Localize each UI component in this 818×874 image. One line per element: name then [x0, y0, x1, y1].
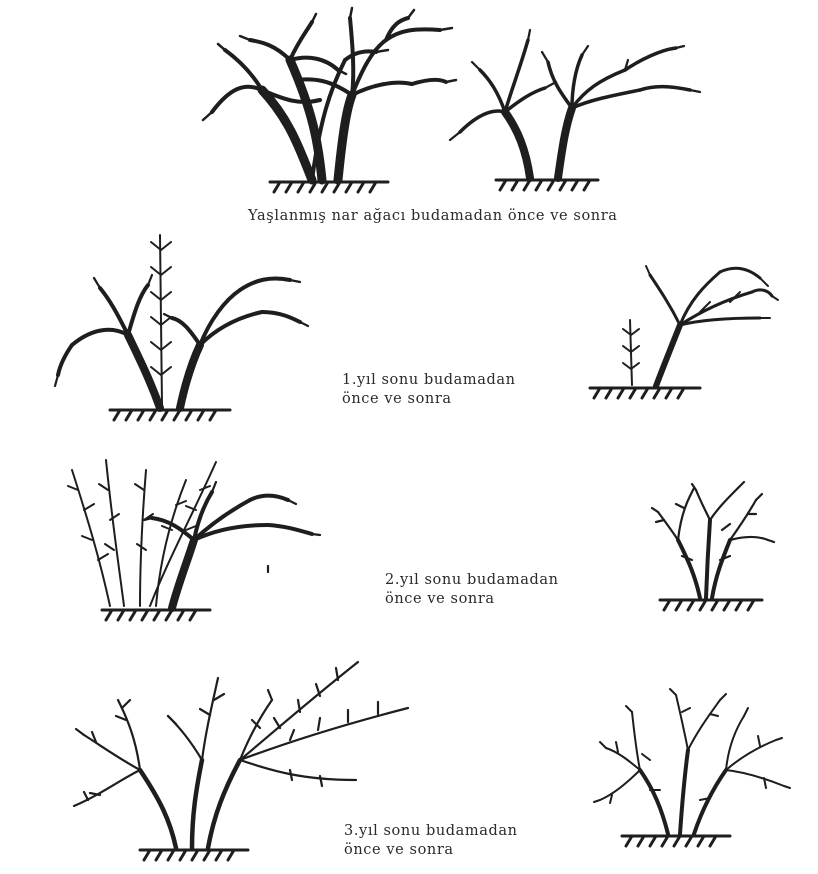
branches	[460, 40, 690, 132]
branches	[652, 482, 774, 560]
caption-line2: önce ve sonra	[344, 841, 518, 860]
caption-line2: önce ve sonra	[385, 590, 559, 609]
branches	[650, 268, 772, 325]
branches	[74, 662, 408, 806]
tree-year1-before	[55, 235, 308, 420]
water-sprout	[151, 235, 171, 405]
caption-line1: 1.yıl sonu budamadan	[342, 371, 516, 390]
tree-year2-after	[652, 482, 774, 610]
sprout	[623, 320, 639, 385]
ground-line	[270, 182, 388, 192]
caption-text: Yaşlanmış nar ağacı budamadan önce ve so…	[248, 207, 618, 226]
ground-line	[110, 410, 230, 420]
ground-line	[622, 836, 730, 846]
trunks	[640, 750, 726, 834]
caption-aged-tree: Yaşlanmış nar ağacı budamadan önce ve so…	[248, 207, 618, 226]
tree-aged-after	[450, 30, 700, 190]
trunks	[656, 325, 680, 386]
ground-line	[660, 600, 762, 610]
caption-year1: 1.yıl sonu budamadan önce ve sonra	[342, 371, 516, 409]
caption-year2: 2.yıl sonu budamadan önce ve sonra	[385, 571, 559, 609]
ground-line	[102, 610, 210, 620]
ground-line	[496, 180, 598, 190]
tree-aged-before	[203, 8, 456, 192]
trunks	[140, 760, 240, 848]
twigs	[646, 266, 778, 318]
caption-year3: 3.yıl sonu budamadan önce ve sonra	[344, 822, 518, 860]
tree-year3-after	[594, 689, 790, 846]
caption-line1: 2.yıl sonu budamadan	[385, 571, 559, 590]
tree-year2-before	[68, 460, 320, 620]
ground-line	[590, 388, 700, 398]
ground-line	[140, 850, 248, 860]
branches	[58, 278, 300, 375]
tree-year1-after	[590, 266, 778, 398]
caption-line1: 3.yıl sonu budamadan	[344, 822, 518, 841]
branches	[212, 18, 446, 180]
branches	[594, 689, 790, 803]
trunks	[505, 108, 572, 178]
caption-line2: önce ve sonra	[342, 390, 516, 409]
